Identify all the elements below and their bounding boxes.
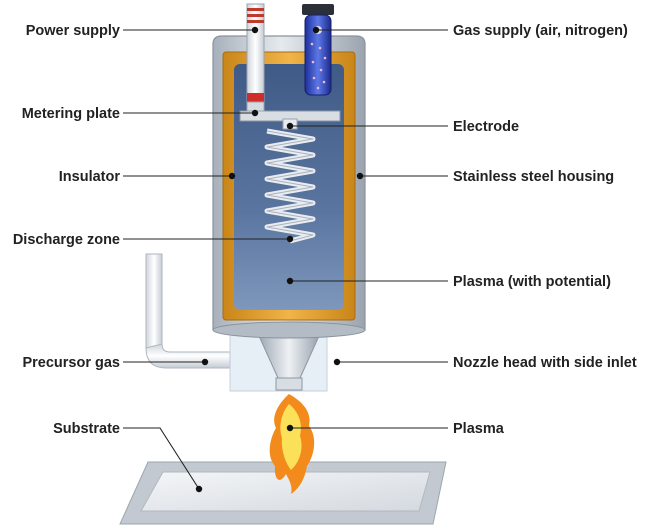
label-metering-plate: Metering plate (22, 106, 120, 122)
label-substrate: Substrate (53, 421, 120, 437)
label-power-supply: Power supply (26, 23, 120, 39)
label-stainless-steel-housing: Stainless steel housing (453, 169, 614, 185)
plasma-flame (269, 394, 315, 494)
label-nozzle-head: Nozzle head with side inlet (453, 355, 637, 371)
power-supply-rod (246, 3, 265, 112)
label-precursor-gas: Precursor gas (22, 355, 120, 371)
label-plasma-with-potential: Plasma (with potential) (453, 274, 611, 290)
gas-supply-filter (302, 4, 334, 96)
label-insulator: Insulator (59, 169, 121, 185)
label-plasma: Plasma (453, 421, 505, 437)
nozzle-head (229, 332, 328, 392)
leader-lines (123, 26, 448, 493)
label-electrode: Electrode (453, 119, 519, 135)
label-discharge-zone: Discharge zone (13, 232, 120, 248)
substrate (119, 461, 447, 525)
label-gas-supply: Gas supply (air, nitrogen) (453, 23, 628, 39)
